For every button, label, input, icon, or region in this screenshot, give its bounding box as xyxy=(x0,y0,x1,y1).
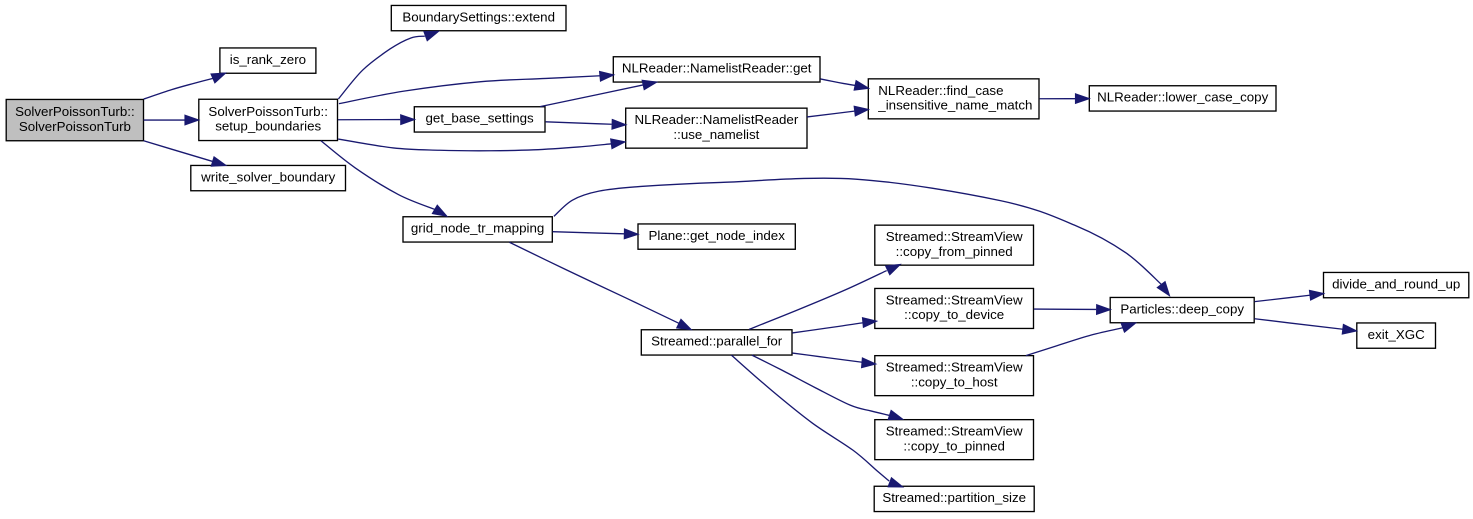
svg-text:SolverPoissonTurb::: SolverPoissonTurb:: xyxy=(15,104,135,119)
svg-text:Streamed::StreamView: Streamed::StreamView xyxy=(886,229,1023,244)
svg-text:Plane::get_node_index: Plane::get_node_index xyxy=(649,228,786,243)
svg-text:write_solver_boundary: write_solver_boundary xyxy=(200,169,335,184)
svg-text:BoundarySettings::extend: BoundarySettings::extend xyxy=(402,9,555,24)
svg-text:::copy_to_pinned: ::copy_to_pinned xyxy=(903,438,1005,453)
svg-text:::use_namelist: ::use_namelist xyxy=(673,127,759,142)
svg-text:_insensitive_name_match: _insensitive_name_match xyxy=(877,98,1032,113)
svg-text:Particles::deep_copy: Particles::deep_copy xyxy=(1120,301,1244,316)
svg-text:get_base_settings: get_base_settings xyxy=(426,111,535,126)
svg-text:divide_and_round_up: divide_and_round_up xyxy=(1332,276,1460,291)
svg-text:Streamed::partition_size: Streamed::partition_size xyxy=(882,490,1026,505)
svg-text:exit_XGC: exit_XGC xyxy=(1368,327,1425,342)
svg-text:SolverPoissonTurb::: SolverPoissonTurb:: xyxy=(208,104,328,119)
svg-text:NLReader::lower_case_copy: NLReader::lower_case_copy xyxy=(1097,90,1268,105)
svg-text:is_rank_zero: is_rank_zero xyxy=(230,52,306,67)
svg-text:NLReader::find_case: NLReader::find_case xyxy=(878,83,1003,98)
svg-text:Streamed::parallel_for: Streamed::parallel_for xyxy=(651,334,783,349)
svg-text:::copy_from_pinned: ::copy_from_pinned xyxy=(896,244,1013,259)
svg-text:Streamed::StreamView: Streamed::StreamView xyxy=(886,424,1023,439)
svg-text:setup_boundaries: setup_boundaries xyxy=(215,119,321,134)
svg-text:NLReader::NamelistReader::get: NLReader::NamelistReader::get xyxy=(622,61,812,76)
svg-text:SolverPoissonTurb: SolverPoissonTurb xyxy=(19,119,131,134)
svg-text:::copy_to_host: ::copy_to_host xyxy=(911,374,998,389)
svg-text:NLReader::NamelistReader: NLReader::NamelistReader xyxy=(635,112,799,127)
svg-text:Streamed::StreamView: Streamed::StreamView xyxy=(886,360,1023,375)
svg-text:Streamed::StreamView: Streamed::StreamView xyxy=(886,292,1023,307)
svg-text:::copy_to_device: ::copy_to_device xyxy=(904,307,1004,322)
svg-text:grid_node_tr_mapping: grid_node_tr_mapping xyxy=(411,221,544,236)
